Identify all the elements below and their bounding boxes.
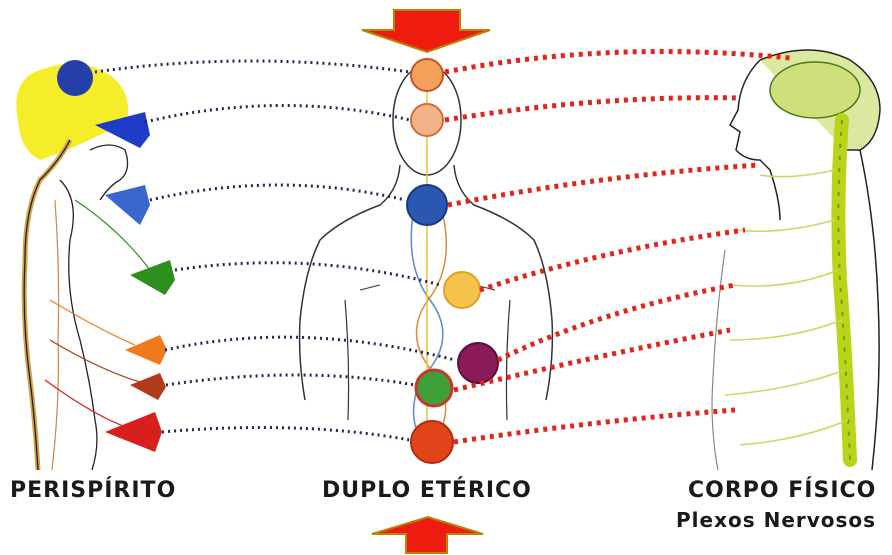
plexos-nervosos-label: Plexos Nervosos [676, 508, 876, 532]
crown-chakra-left [57, 60, 93, 96]
corpo-fisico-figure [712, 50, 880, 470]
heart-chakra-left [130, 260, 175, 295]
solar-chakra-left [125, 335, 167, 365]
perispirito-label: PERISPÍRITO [10, 478, 176, 503]
sacral-chakra-left [130, 373, 166, 400]
root-chakra-center [411, 421, 453, 463]
sacral-chakra-center [416, 370, 452, 406]
duplo-eterico-label: DUPLO ETÉRICO [322, 478, 532, 503]
solar-chakra-center [458, 343, 498, 383]
corpo-fisico-label: CORPO FÍSICO [688, 478, 876, 503]
down-arrow-icon [362, 10, 490, 52]
root-chakra-left [105, 412, 162, 452]
up-arrow-icon [372, 517, 483, 553]
heart-chakra-center [444, 272, 480, 308]
throat-chakra-left [105, 185, 150, 225]
throat-chakra-center [407, 185, 447, 225]
brow-chakra-center [411, 104, 443, 136]
duplo-eterico-figure [300, 59, 553, 463]
crown-chakra-center [411, 59, 443, 91]
